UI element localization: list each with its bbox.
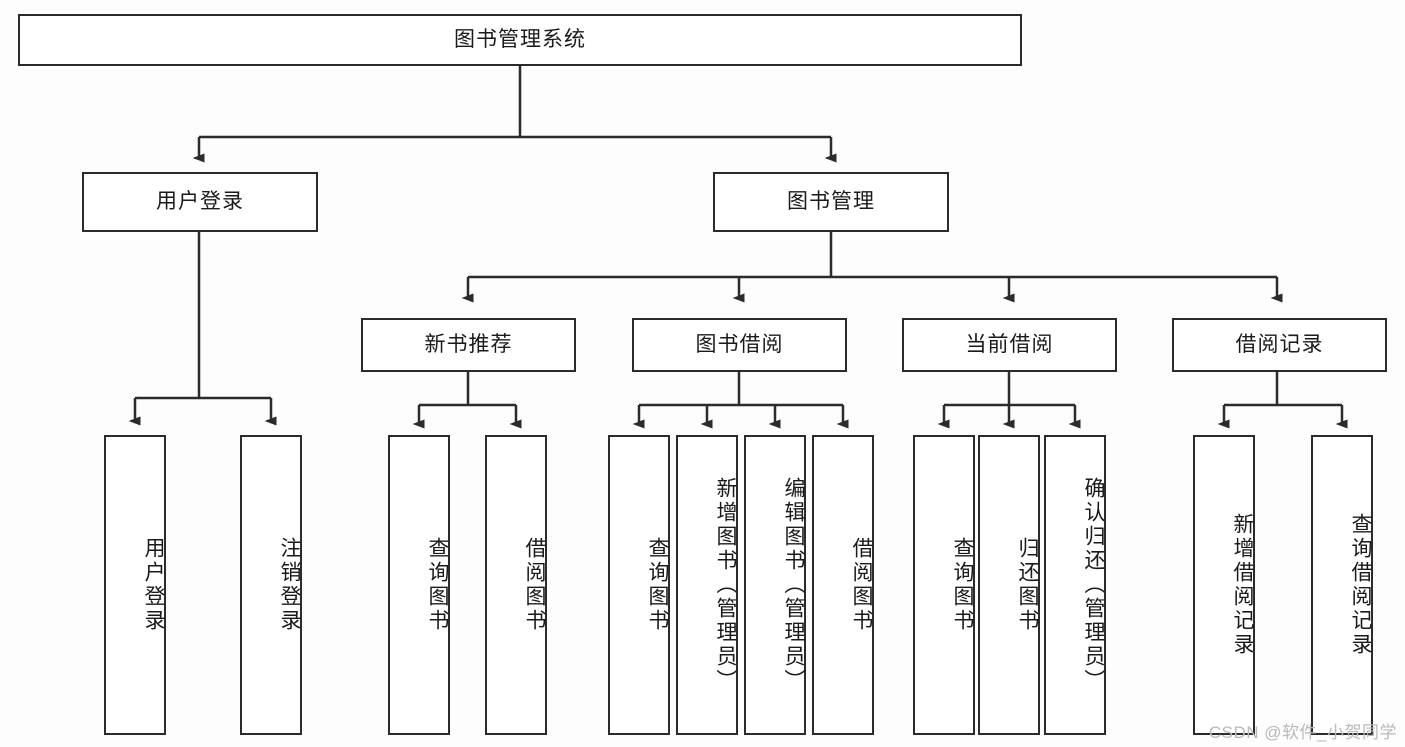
leaf-edit-book[interactable]: 编辑图书（管理员） [744, 435, 806, 735]
leaf-borrow-book-1[interactable]: 借阅图书 [485, 435, 547, 735]
node-root-label: 图书管理系统 [454, 27, 586, 51]
node-book-management-label: 图书管理 [787, 189, 875, 213]
node-book-borrow-label: 图书借阅 [695, 332, 784, 356]
leaf-confirm-return-label: 确认归还（管理员） [1082, 477, 1105, 693]
leaf-query-book-1[interactable]: 查询图书 [388, 435, 450, 735]
node-current-borrow[interactable]: 当前借阅 [902, 318, 1117, 372]
node-new-book-recommend-label: 新书推荐 [424, 332, 513, 356]
leaf-user-login-label: 用户登录 [142, 537, 165, 633]
leaf-add-book-label: 新增图书（管理员） [714, 477, 737, 693]
leaf-borrow-book-1-label: 借阅图书 [523, 537, 546, 633]
node-book-management[interactable]: 图书管理 [713, 172, 949, 232]
watermark: CSDN @软件_小贺同学 [1208, 723, 1397, 742]
leaf-query-book-2[interactable]: 查询图书 [608, 435, 670, 735]
leaf-return-book-label: 归还图书 [1016, 537, 1039, 633]
node-user-login[interactable]: 用户登录 [82, 172, 318, 232]
node-current-borrow-label: 当前借阅 [965, 332, 1054, 356]
leaf-logout-label: 注销登录 [278, 537, 301, 633]
node-book-borrow[interactable]: 图书借阅 [632, 318, 847, 372]
node-borrow-record[interactable]: 借阅记录 [1172, 318, 1387, 372]
node-new-book-recommend[interactable]: 新书推荐 [361, 318, 576, 372]
leaf-query-record[interactable]: 查询借阅记录 [1311, 435, 1373, 735]
leaf-return-book[interactable]: 归还图书 [978, 435, 1040, 735]
node-borrow-record-label: 借阅记录 [1235, 332, 1324, 356]
leaf-user-login[interactable]: 用户登录 [104, 435, 166, 735]
leaf-edit-book-label: 编辑图书（管理员） [782, 477, 805, 693]
leaf-logout[interactable]: 注销登录 [240, 435, 302, 735]
node-user-login-label: 用户登录 [156, 189, 244, 213]
leaf-add-record[interactable]: 新增借阅记录 [1193, 435, 1255, 735]
leaf-add-book[interactable]: 新增图书（管理员） [676, 435, 738, 735]
leaf-confirm-return[interactable]: 确认归还（管理员） [1044, 435, 1106, 735]
leaf-borrow-book-2-label: 借阅图书 [850, 537, 873, 633]
leaf-query-book-3[interactable]: 查询图书 [913, 435, 975, 735]
node-root[interactable]: 图书管理系统 [18, 14, 1022, 66]
leaf-query-book-2-label: 查询图书 [646, 537, 669, 633]
leaf-add-record-label: 新增借阅记录 [1231, 513, 1254, 657]
leaf-query-record-label: 查询借阅记录 [1349, 513, 1372, 657]
leaf-query-book-1-label: 查询图书 [426, 537, 449, 633]
leaf-query-book-3-label: 查询图书 [951, 537, 974, 633]
leaf-borrow-book-2[interactable]: 借阅图书 [812, 435, 874, 735]
